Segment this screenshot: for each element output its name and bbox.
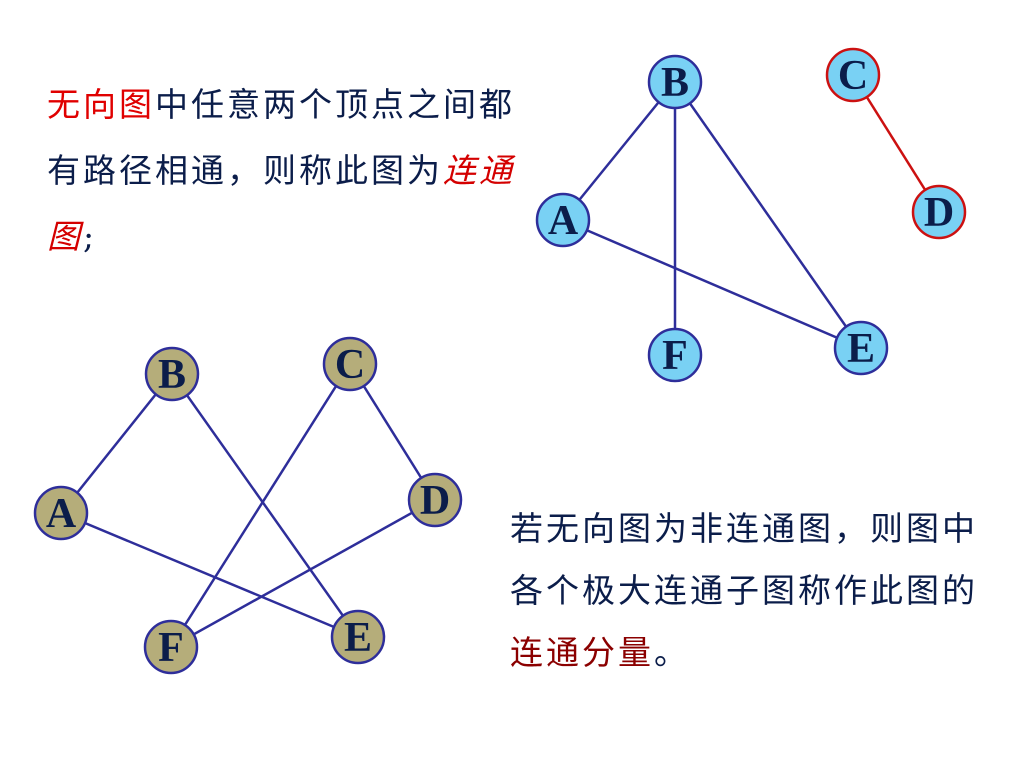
edge-b-a [562, 81, 676, 221]
node-d: D [911, 184, 967, 240]
node-f: F [143, 619, 199, 675]
component-body: 若无向图为非连通图，则图中各个极大连通子图称作此图的 [510, 509, 978, 610]
edge-b-e [170, 373, 360, 638]
edge-b-e [673, 81, 863, 349]
node-label: A [548, 198, 579, 244]
node-label: D [924, 190, 954, 236]
node-f: F [647, 327, 703, 383]
node-circle [911, 184, 967, 240]
edge-a-e [562, 218, 862, 350]
node-circle [647, 54, 703, 110]
node-circle [647, 327, 703, 383]
node-circle [535, 192, 591, 248]
term-connected-component: 连通分量 [510, 633, 654, 672]
node-circle [833, 320, 889, 376]
node-circle [322, 336, 378, 392]
node-label: D [420, 478, 450, 524]
node-label: E [847, 326, 875, 372]
node-b: B [647, 54, 703, 110]
node-e: E [833, 320, 889, 376]
connected-components-example: B A F E C D [535, 47, 967, 383]
node-circle [825, 47, 881, 103]
node-label: C [335, 342, 365, 388]
node-c: C [322, 336, 378, 392]
edge-c-f [169, 363, 352, 648]
node-label: B [661, 60, 689, 106]
connected-graph-example: B C A D F E [33, 336, 463, 675]
connected-component-definition: 若无向图为非连通图，则图中各个极大连通子图称作此图的连通分量。 [510, 498, 1010, 684]
node-circle [144, 346, 200, 402]
connected-graph-definition: 无向图中任意两个顶点之间都有路径相通，则称此图为连通图; [47, 72, 517, 270]
node-a: A [33, 485, 89, 541]
node-circle [143, 619, 199, 675]
term-undirected-graph: 无向图 [47, 85, 155, 124]
definition-end: ; [83, 217, 98, 256]
node-label: F [662, 333, 688, 379]
node-circle [407, 472, 463, 528]
node-label: B [158, 352, 186, 398]
node-circle [33, 485, 89, 541]
term-connected-graph: 连通图 [47, 151, 515, 256]
node-label: E [344, 615, 372, 661]
node-label: C [838, 53, 868, 99]
edge-d-f [170, 498, 436, 649]
component-end: 。 [654, 633, 690, 672]
definition-body: 中任意两个顶点之间都有路径相通，则称此图为 [47, 85, 515, 190]
edge-a-e [60, 511, 359, 639]
node-label: A [46, 491, 77, 537]
node-circle [330, 609, 386, 665]
node-e: E [330, 609, 386, 665]
node-b: B [144, 346, 200, 402]
node-d: D [407, 472, 463, 528]
node-c: C [825, 47, 881, 103]
node-label: F [158, 625, 184, 671]
node-a: A [535, 192, 591, 248]
edge-b-a [60, 373, 173, 514]
